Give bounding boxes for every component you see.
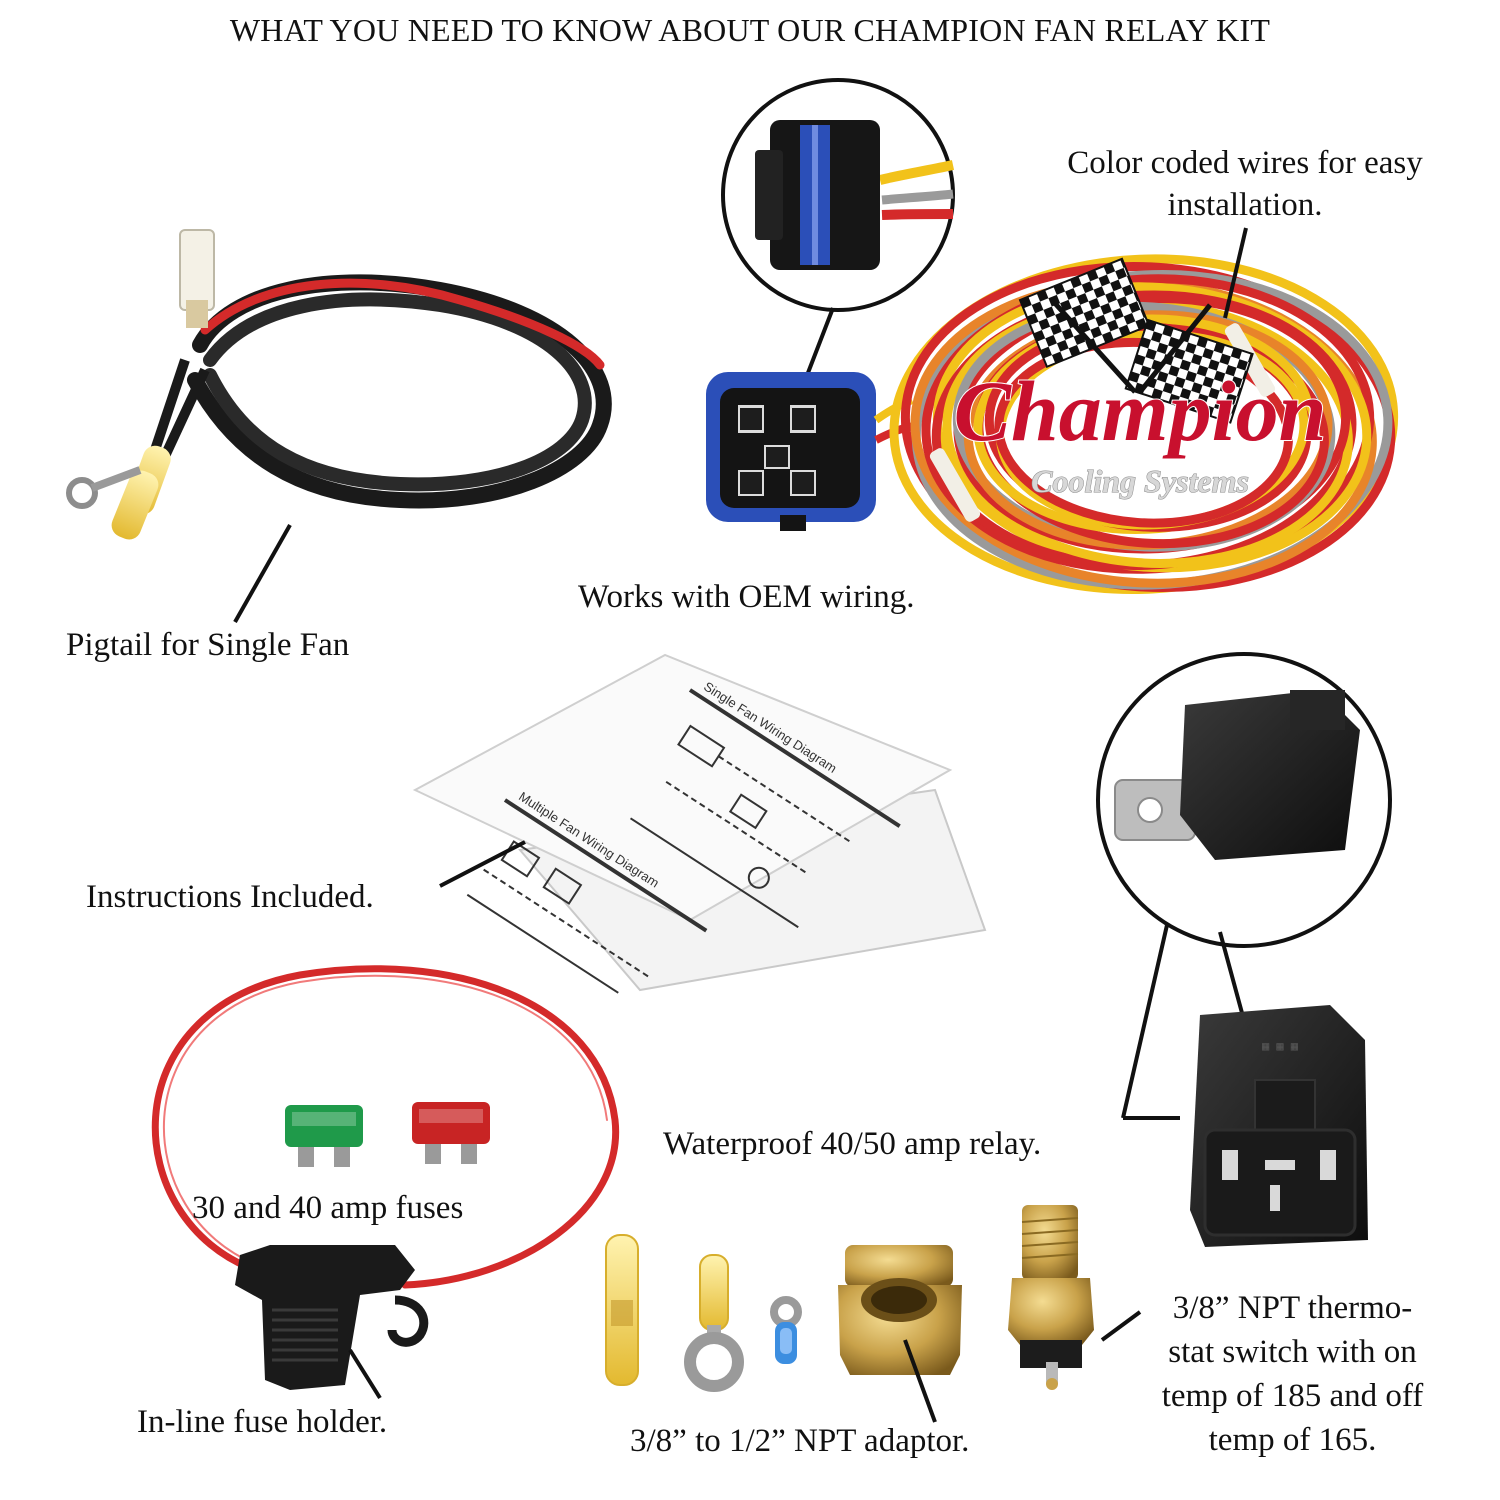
champion-logo: Champion Cooling Systems bbox=[953, 257, 1327, 500]
thermostat-label-line-3: temp of 185 and off bbox=[1161, 1378, 1424, 1414]
inline-fuse-holder bbox=[151, 965, 620, 1390]
wire-coil bbox=[889, 254, 1399, 595]
oem-wiring-label: Works with OEM wiring. bbox=[578, 579, 915, 615]
thermostat-label-line-2: stat switch with on bbox=[1168, 1334, 1417, 1370]
page-title: WHAT YOU NEED TO KNOW ABOUT OUR CHAMPION… bbox=[229, 12, 1271, 48]
color-coded-label-line-1: Color coded wires for easy bbox=[1067, 145, 1423, 181]
fuse-40-amp bbox=[412, 1102, 490, 1164]
relay: ▦ ▦ ▦ bbox=[1190, 1005, 1368, 1247]
thermostat-pointer bbox=[1100, 1310, 1142, 1342]
color-coded-label-line-2: installation. bbox=[1167, 187, 1323, 223]
relay-zoom-circle bbox=[1096, 652, 1392, 948]
fuse-holder-pointer bbox=[348, 1348, 382, 1400]
connector-zoom-pointer bbox=[804, 307, 835, 379]
ring-terminal-large bbox=[684, 1254, 744, 1392]
thermostat-switch bbox=[1008, 1205, 1094, 1390]
connector-zoom-circle bbox=[721, 78, 955, 312]
logo-wordmark: Champion bbox=[954, 363, 1327, 459]
adaptor-label: 3/8” to 1/2” NPT adaptor. bbox=[630, 1423, 970, 1459]
pigtail-label: Pigtail for Single Fan bbox=[66, 627, 350, 663]
relay-markings: ▦ ▦ ▦ bbox=[1262, 1040, 1299, 1054]
instructions-label: Instructions Included. bbox=[86, 879, 374, 915]
logo-tagline: Cooling Systems bbox=[1031, 463, 1249, 499]
instruction-sheets: Single Fan Wiring Diagram Multiple Fan W… bbox=[412, 653, 987, 994]
thermostat-label-line-1: 3/8” NPT thermo- bbox=[1172, 1290, 1413, 1326]
butt-connector bbox=[605, 1234, 639, 1386]
ring-terminal-small bbox=[770, 1296, 802, 1364]
npt-adaptor bbox=[838, 1245, 962, 1375]
cable-tie bbox=[929, 448, 981, 522]
fuse-30-amp bbox=[285, 1105, 363, 1167]
pigtail-harness bbox=[66, 229, 612, 540]
instructions-pointer bbox=[439, 840, 526, 888]
adaptor-pointer bbox=[903, 1339, 937, 1423]
color-coded-pointer bbox=[1223, 227, 1248, 319]
color-coded-label: Color coded wires for easy installation. bbox=[1025, 142, 1465, 226]
relay-socket bbox=[706, 372, 915, 531]
thermostat-label: 3/8” NPT thermo- stat switch with on tem… bbox=[1125, 1286, 1460, 1462]
pigtail-pointer bbox=[233, 524, 292, 623]
fuse-holder-label: In-line fuse holder. bbox=[137, 1404, 388, 1440]
thermostat-label-line-4: temp of 165. bbox=[1208, 1422, 1377, 1458]
relay-pointer-right bbox=[1218, 931, 1247, 1025]
relay-pointer-left bbox=[1121, 924, 1169, 1119]
fuses-label: 30 and 40 amp fuses bbox=[192, 1190, 464, 1226]
relay-label: Waterproof 40/50 amp relay. bbox=[663, 1126, 1042, 1162]
